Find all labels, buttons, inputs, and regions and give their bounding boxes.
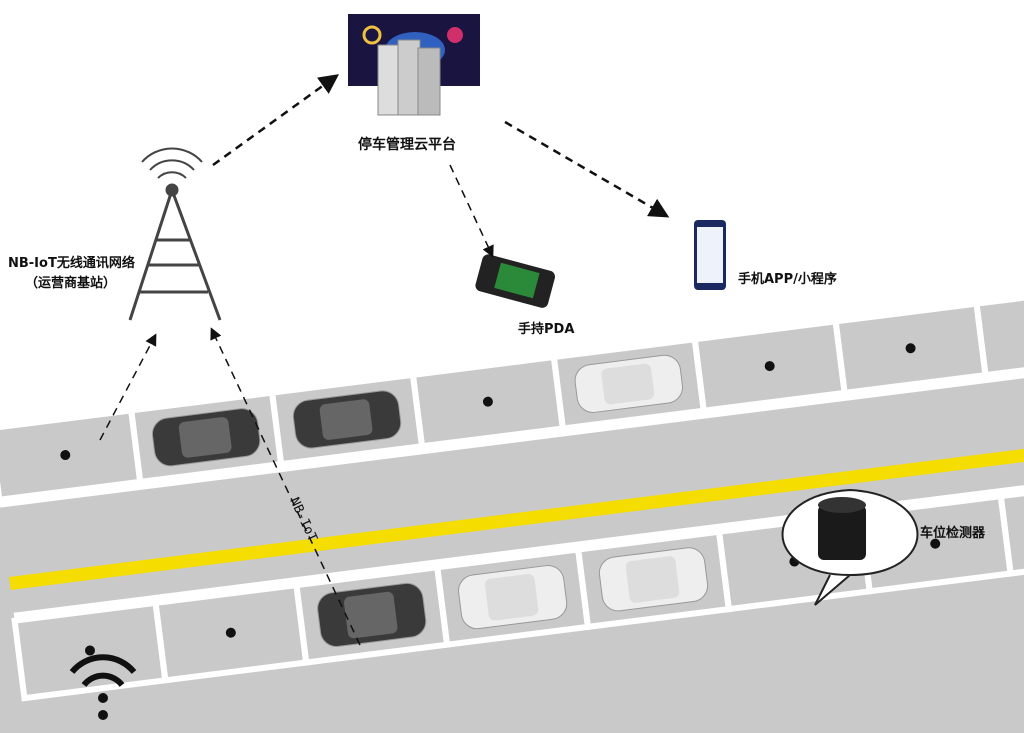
car-roof [178, 417, 232, 458]
car-roof [319, 399, 373, 440]
wifi-signal-icon [69, 654, 137, 720]
top-parking-row [0, 293, 1024, 504]
mobile-phone-icon [694, 220, 726, 290]
detector-dot [764, 361, 775, 372]
parking-space [973, 293, 1024, 379]
base-station-tower-icon [128, 147, 222, 321]
car-roof [601, 363, 655, 405]
base-station-label: （运营商基站） [25, 276, 117, 291]
cloud-platform-icon [348, 14, 480, 116]
cloud-platform-label: 停车管理云平台 [358, 137, 456, 153]
car-roof [344, 591, 398, 639]
car-roof [625, 556, 680, 603]
lane-edge-top [0, 370, 1024, 508]
detector-dot [84, 645, 95, 656]
car-roof [484, 573, 539, 621]
detector-dot [225, 627, 236, 638]
handheld-pda-icon [475, 254, 556, 308]
detector-dot [930, 538, 941, 549]
parking-detector-icon [781, 488, 919, 606]
mobile-app-label: 手机APP/小程序 [738, 272, 837, 287]
network-label: NB-IoT无线通讯网络 [8, 256, 135, 271]
pda-label: 手持PDA [518, 322, 575, 337]
parking-space [997, 485, 1024, 577]
detector-dot [60, 450, 71, 461]
detector-dot [482, 396, 493, 407]
yellow-center-line [9, 445, 1024, 590]
detector-label: 车位检测器 [920, 526, 986, 541]
detector-dot [905, 343, 916, 354]
data-flow-arrows [99, 74, 670, 646]
